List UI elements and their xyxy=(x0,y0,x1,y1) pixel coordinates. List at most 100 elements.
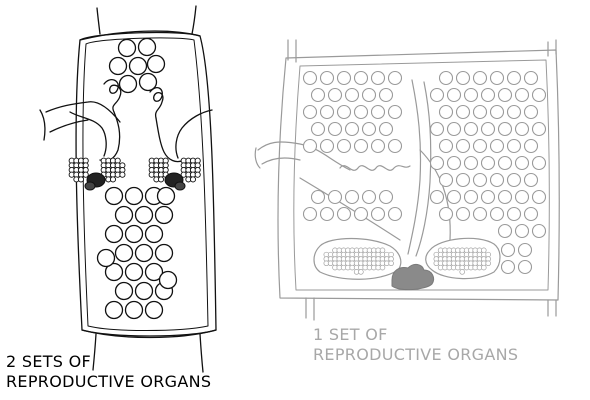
right-coelom-cell xyxy=(506,206,522,222)
left-coelom-cell xyxy=(104,224,124,244)
right-coelom-cell xyxy=(480,87,496,103)
right-coelom-cell xyxy=(455,138,471,154)
right-ovary-mass xyxy=(391,263,435,291)
left-duct-pore xyxy=(39,109,46,141)
right-coelom-cell xyxy=(463,121,479,137)
left-top-septum xyxy=(79,30,201,41)
left-coelom-cell xyxy=(138,72,158,92)
left-vesicle-cell xyxy=(82,171,89,178)
right-segment-inner-wall xyxy=(293,59,550,291)
right-coelom-cell xyxy=(361,189,377,205)
left-coelom-cell xyxy=(156,186,176,206)
left-bottom-septum xyxy=(81,329,217,339)
left-lower-tube-right xyxy=(199,333,204,373)
right-coelom-cell xyxy=(336,138,352,154)
right-sac-cell xyxy=(459,269,465,275)
left-vesicle-cell xyxy=(77,176,85,183)
left-coelom-cell xyxy=(144,300,164,320)
left-coelom-cell xyxy=(146,54,166,74)
caption-one-set-line1: 1 SET OF xyxy=(313,325,388,344)
right-sac-cell xyxy=(388,260,394,267)
left-coelom-cell xyxy=(154,205,174,225)
right-coelom-cell xyxy=(497,223,513,239)
segment-two-sets-diagram xyxy=(39,5,217,373)
right-coelom-cell xyxy=(336,70,352,86)
right-coelom-cell xyxy=(429,189,445,205)
right-coelom-cell xyxy=(472,70,488,86)
right-coelom-cell xyxy=(514,87,530,103)
right-coelom-cell xyxy=(319,138,335,154)
right-coelom-cell xyxy=(480,155,496,171)
right-coelom-cell xyxy=(463,87,479,103)
left-ovary-b-lobe xyxy=(174,181,186,191)
right-segment-outline xyxy=(277,49,560,301)
right-coelom-cell xyxy=(517,259,533,275)
left-external-duct-lower xyxy=(49,119,89,133)
right-coelom-cell xyxy=(370,138,386,154)
right-coelom-cell xyxy=(302,206,318,222)
left-segment-inner-wall xyxy=(82,37,209,331)
right-coelom-cell xyxy=(489,104,505,120)
right-coelom-cell xyxy=(429,121,445,137)
left-coelom-cell xyxy=(124,300,144,320)
right-coelom-cell xyxy=(370,104,386,120)
caption-two-sets-line2: REPRODUCTIVE ORGANS xyxy=(6,372,212,391)
right-coelom-cell xyxy=(370,70,386,86)
right-coelom-cell xyxy=(344,121,360,137)
right-coelom-cell xyxy=(353,206,369,222)
right-coelom-cell xyxy=(370,206,386,222)
right-coelom-cell xyxy=(446,189,462,205)
right-coelom-cell xyxy=(497,189,513,205)
right-vas-deferens xyxy=(299,177,401,241)
right-coelom-cell xyxy=(387,206,403,222)
left-coelom-cell xyxy=(117,38,137,58)
left-vesicle-cell xyxy=(109,176,117,183)
right-coelom-cell xyxy=(506,138,522,154)
right-coelom-cell xyxy=(310,189,326,205)
left-lower-tube xyxy=(92,333,97,371)
left-coelom-cells xyxy=(96,37,178,320)
right-coelom-cell xyxy=(489,70,505,86)
right-coelom-cell xyxy=(361,121,377,137)
left-ovaries xyxy=(84,172,186,191)
right-coelom-cell xyxy=(506,70,522,86)
right-coelom-cell xyxy=(344,189,360,205)
right-coelom-cell xyxy=(319,206,335,222)
right-coelom-cell xyxy=(455,70,471,86)
left-upper-body-tube-right xyxy=(191,5,197,35)
right-coelom-cell xyxy=(378,87,394,103)
right-coelom-cell xyxy=(523,206,539,222)
left-coelom-cell xyxy=(124,262,144,282)
right-coelom-cell xyxy=(302,138,318,154)
right-coelom-cell xyxy=(353,138,369,154)
right-coelom-cell xyxy=(327,189,343,205)
left-coelom-cell xyxy=(134,205,154,225)
right-coelom-cell xyxy=(497,121,513,137)
right-coelom-cell xyxy=(387,138,403,154)
right-coelom-cell xyxy=(500,242,516,258)
right-coelom-cell xyxy=(438,206,454,222)
left-seminal-vesicles xyxy=(68,157,201,183)
right-coelom-cell xyxy=(531,87,547,103)
right-coelom-cell xyxy=(446,121,462,137)
left-coelom-cell xyxy=(154,243,174,263)
left-coelom-cell xyxy=(124,186,144,206)
right-coelom-cell xyxy=(489,138,505,154)
left-ovary-a-lobe xyxy=(84,181,96,191)
right-right-sac xyxy=(425,237,501,280)
right-coelom-cell xyxy=(531,189,547,205)
right-sac-cells xyxy=(323,247,491,275)
left-coelom-cell xyxy=(104,262,124,282)
right-coelom-cell xyxy=(506,172,522,188)
right-coelom-cell xyxy=(336,206,352,222)
right-coelom-cell xyxy=(531,121,547,137)
right-coelom-cells xyxy=(302,70,547,275)
right-coelom-cell xyxy=(514,155,530,171)
right-coelom-cell xyxy=(514,121,530,137)
right-sac-cell xyxy=(485,260,491,267)
right-coelom-cell xyxy=(302,70,318,86)
right-coelom-cell xyxy=(378,189,394,205)
right-coelom-cell xyxy=(497,87,513,103)
right-coelom-cell xyxy=(455,104,471,120)
